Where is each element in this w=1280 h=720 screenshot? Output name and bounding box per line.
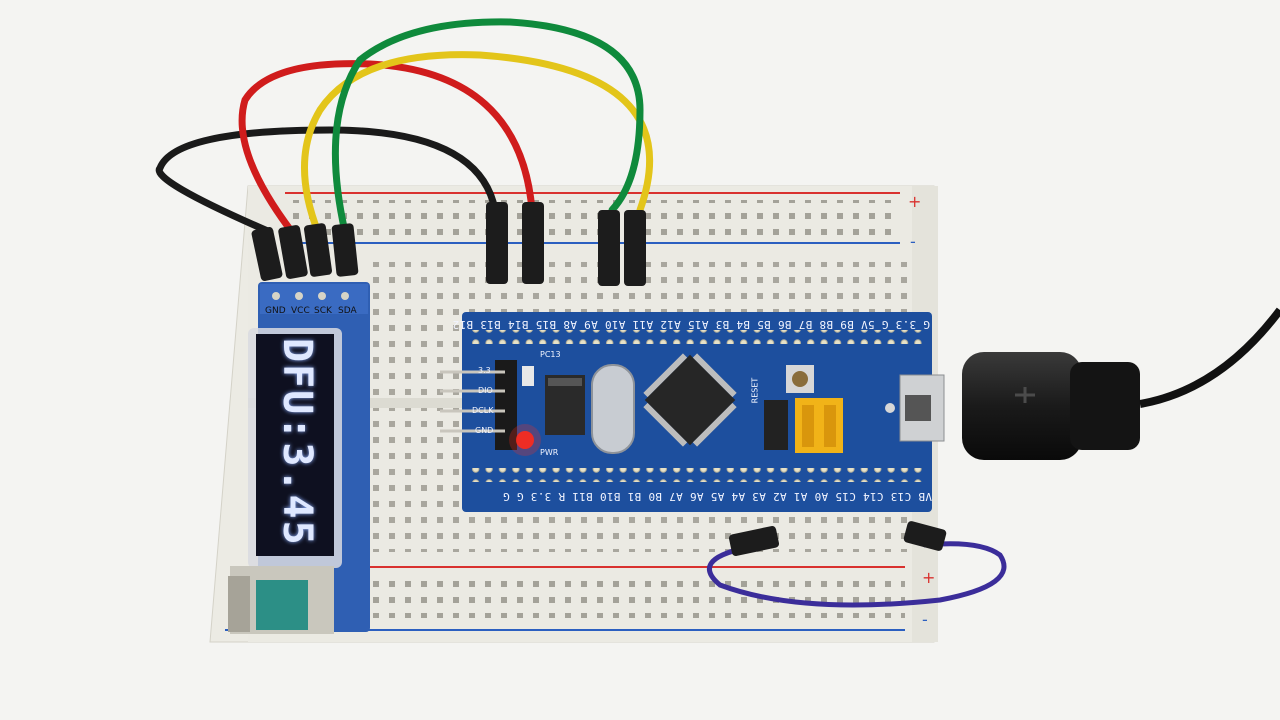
side-pin-dclk: DCLK: [472, 406, 494, 415]
side-pin-dio: DIO: [478, 386, 493, 395]
board-top-header-labels: G 3.3 G 5V B9 B8 B7 B6 B5 B4 B3 A15 A12 …: [452, 318, 930, 331]
jumper-wires: [155, 18, 1007, 608]
board-bottom-header-labels: VB C13 C14 C15 A0 A1 A2 A3 A4 A5 A6 A7 B…: [502, 490, 932, 503]
oled-module: [228, 282, 370, 634]
rail-minus-bottom: -: [922, 610, 928, 629]
board-label-reset: RESET: [750, 377, 760, 404]
rail-minus-top: -: [910, 232, 916, 251]
oled-display-text: DFU:3.45: [274, 338, 320, 547]
oled-pin-sck: SCK: [314, 306, 332, 316]
board-label-pwr: PWR: [540, 448, 559, 457]
rail-plus-top: +: [908, 192, 922, 211]
oled-pin-gnd: GND: [265, 306, 286, 316]
side-pin-3v3: 3.3: [478, 366, 491, 375]
board-label-pc13: PC13: [540, 350, 561, 359]
rail-plus-bottom: +: [922, 568, 936, 587]
side-pin-gnd: GND: [475, 426, 494, 435]
oled-pin-vcc: VCC: [291, 306, 310, 316]
wire-connectors: [251, 202, 947, 557]
oled-pin-sda: SDA: [338, 306, 357, 316]
stm32-board: [440, 312, 945, 512]
usb-cable: [962, 307, 1280, 460]
